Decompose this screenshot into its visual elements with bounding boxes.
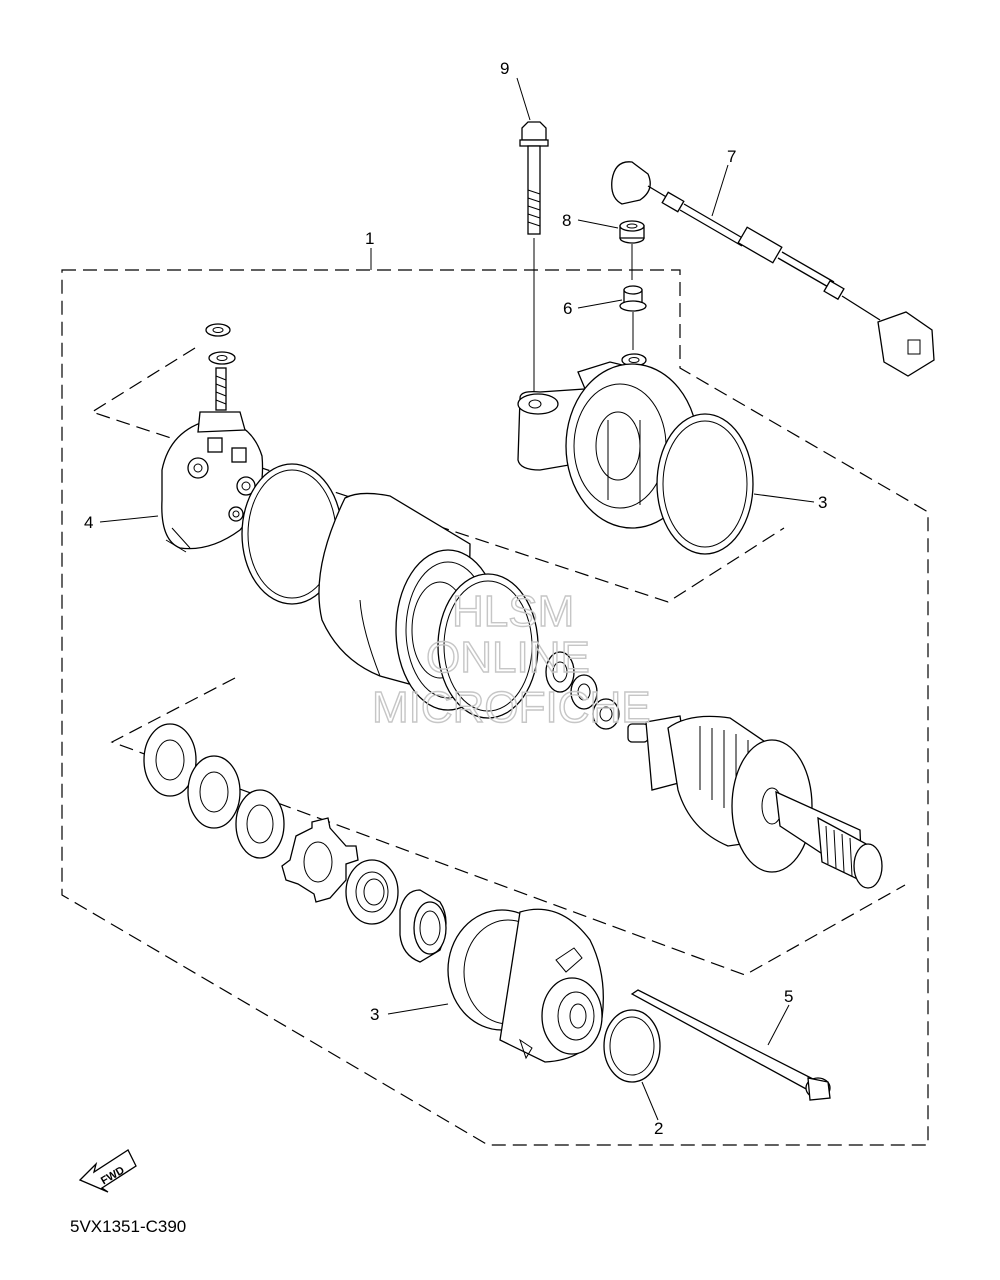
callout-3-lower: 3: [370, 1005, 379, 1024]
callout-7: 7: [727, 147, 736, 166]
callout-5: 5: [784, 987, 793, 1006]
callout-2: 2: [654, 1119, 663, 1138]
callout-4: 4: [84, 513, 93, 532]
leader-lines: [99, 77, 815, 1121]
watermark-line-1: HLSM: [452, 587, 574, 636]
part-5-through-bolt: [630, 989, 831, 1101]
armature: [627, 715, 883, 889]
needle-bearing: [399, 889, 447, 963]
callout-8: 8: [562, 211, 571, 230]
oil-seal: [345, 859, 399, 925]
watermark-line-3: MICROFICHE: [372, 683, 651, 732]
callout-3-upper: 3: [818, 493, 827, 512]
watermark-line-2: ONLINE: [426, 633, 590, 682]
part-4-brush-holder: [161, 323, 264, 553]
callout-6: 6: [563, 299, 572, 318]
yoke-front-o-ring: [437, 573, 539, 719]
lower-subgroup-plane: [110, 677, 906, 976]
part-9-bolt: [519, 121, 549, 395]
part-2-o-ring: [603, 1009, 661, 1083]
rear-cover: [447, 908, 604, 1063]
callout-9: 9: [500, 59, 509, 78]
armature-washers: [545, 651, 620, 730]
part-7-lead-wire: [611, 161, 935, 377]
part-8-nut: [619, 220, 645, 244]
lock-plate: [281, 817, 359, 903]
shim-washers: [143, 723, 285, 859]
part-3-o-ring-upper: [656, 413, 754, 555]
assembly-boundary: [61, 269, 929, 1146]
callout-1: 1: [365, 229, 374, 248]
part-6-nut: [619, 285, 647, 312]
part-code: 5VX1351-C390: [70, 1217, 186, 1236]
fwd-arrow-icon: FWD: [78, 1149, 137, 1193]
